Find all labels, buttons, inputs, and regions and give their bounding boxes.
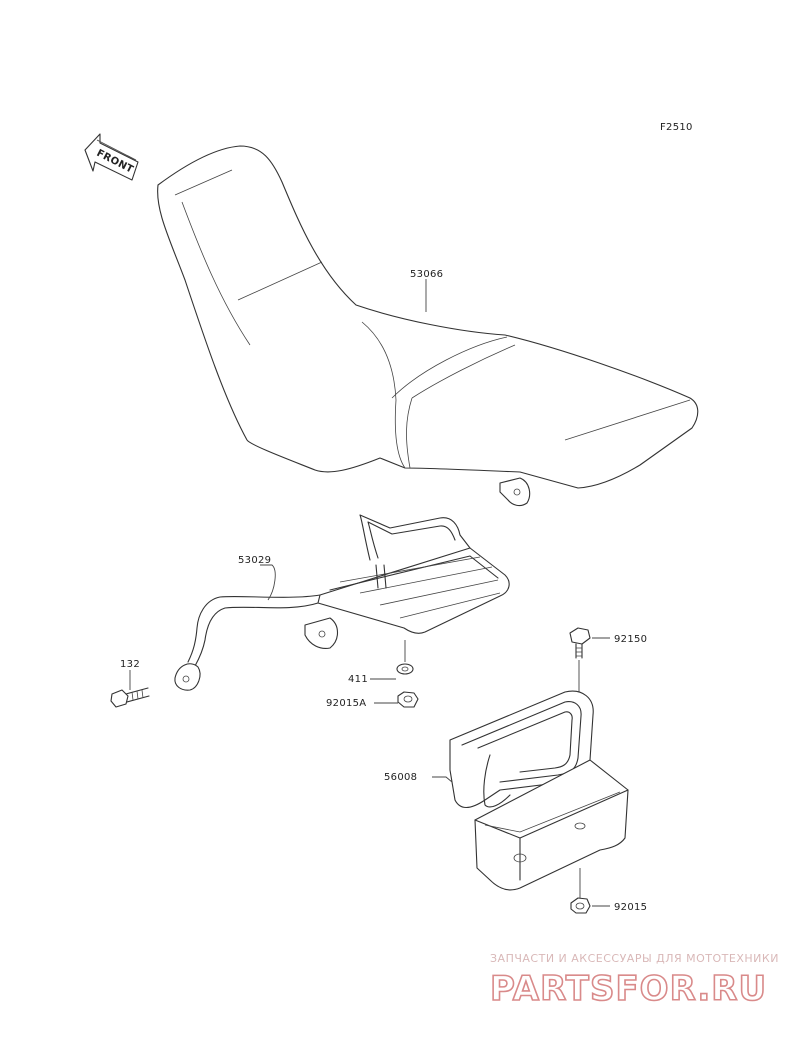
toolbox-illustration xyxy=(449,690,629,891)
front-arrow-icon: FRONT xyxy=(84,133,139,181)
part-number-toolbox: 56008 xyxy=(384,772,417,783)
part-number-carrier: 53029 xyxy=(238,555,271,566)
nut-illustration xyxy=(570,868,591,914)
leader-carrier xyxy=(260,564,276,601)
part-number-seat: 53066 xyxy=(410,269,443,280)
washer-illustration xyxy=(396,640,414,675)
part-number-bolt: 132 xyxy=(120,659,140,670)
watermark-brand: PARTSFOR.RU xyxy=(490,969,767,1009)
bolt-132-illustration xyxy=(110,687,150,708)
nut-a-illustration xyxy=(397,691,419,708)
part-number-nut-a: 92015A xyxy=(326,698,366,709)
part-number-toolbox-bolt: 92150 xyxy=(614,634,647,645)
leader-toolbox xyxy=(432,776,453,783)
diagram-code: F2510 xyxy=(660,122,693,133)
part-number-nut: 92015 xyxy=(614,902,647,913)
watermark-tagline: ЗАПЧАСТИ И АКСЕССУАРЫ ДЛЯ МОТОТЕХНИКИ xyxy=(490,952,779,965)
carrier-illustration xyxy=(174,514,510,691)
part-number-washer: 411 xyxy=(348,674,368,685)
seat-illustration xyxy=(157,145,699,507)
